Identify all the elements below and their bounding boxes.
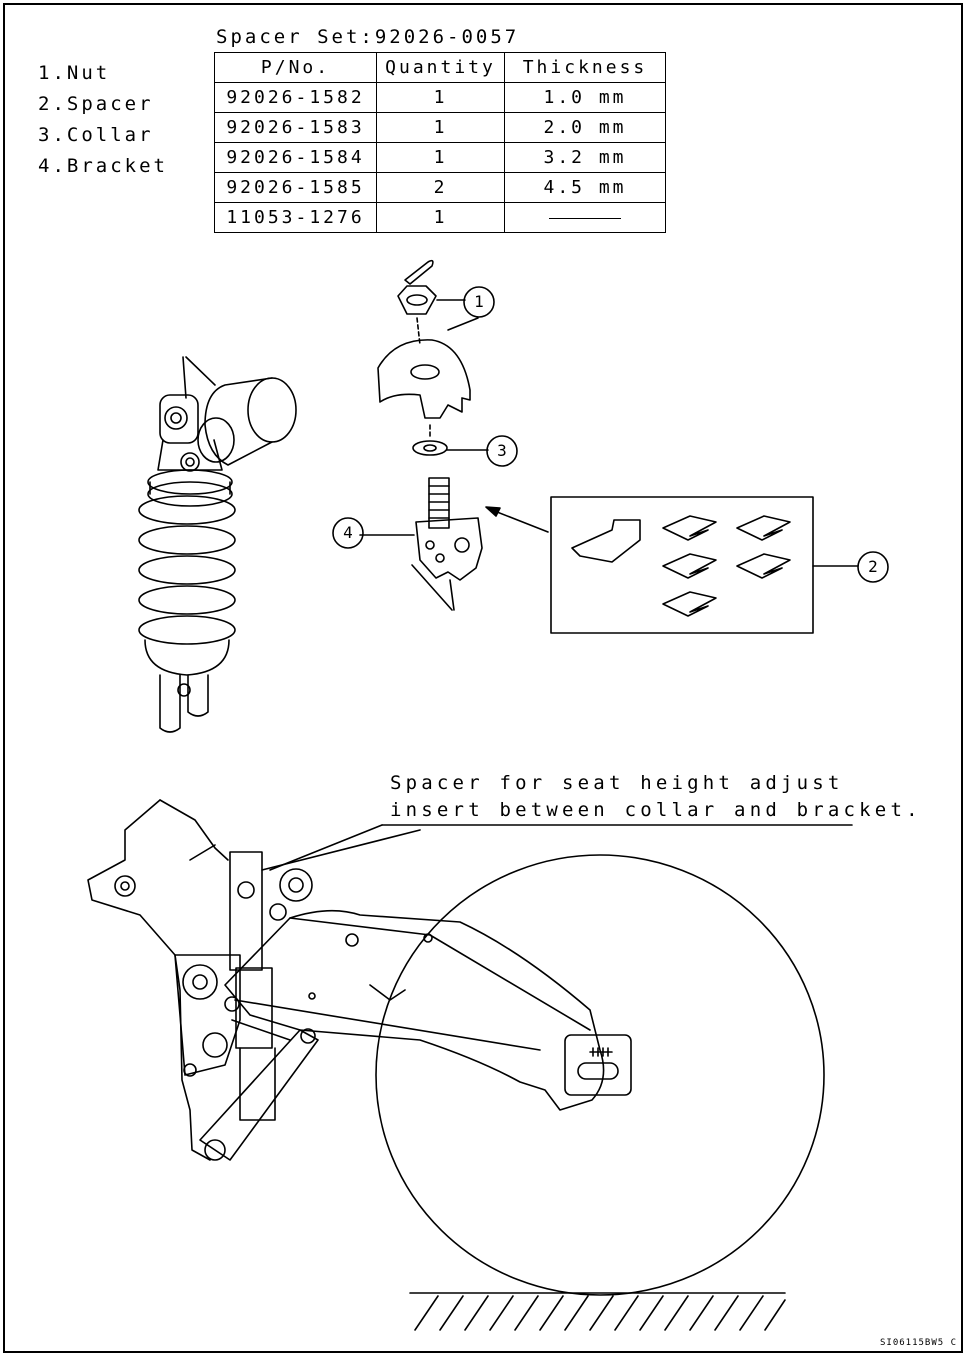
cell-thickness: 2.0 mm — [504, 112, 666, 143]
legend-item-bracket: 4.Bracket — [38, 155, 168, 177]
legend-item-nut: 1.Nut — [38, 62, 111, 84]
exploded-hardware-drawing — [359, 259, 859, 634]
callout-circle-4 — [332, 517, 364, 549]
table-row: 92026-1585 2 4.5 mm — [214, 172, 666, 203]
parts-legend: 1.Nut 2.Spacer 3.Collar 4.Bracket — [38, 58, 168, 182]
table-row: 92026-1583 1 2.0 mm — [214, 112, 666, 143]
spacer-spec-table: P/No. Quantity Thickness 92026-1582 1 1.… — [214, 52, 666, 233]
header-thickness: Thickness — [504, 52, 666, 83]
cell-quantity: 1 — [376, 82, 505, 113]
cell-part-number: 92026-1585 — [214, 172, 377, 203]
cell-part-number: 92026-1582 — [214, 82, 377, 113]
legend-item-spacer: 2.Spacer — [38, 93, 154, 115]
spacer-note: Spacer for seat height adjust insert bet… — [390, 770, 922, 824]
cell-quantity: 1 — [376, 112, 505, 143]
cell-part-number: 92026-1584 — [214, 142, 377, 173]
table-header-row: P/No. Quantity Thickness — [214, 52, 666, 83]
rear-suspension-drawing — [87, 799, 825, 1331]
drawing-code: SI06115BW5 C — [880, 1338, 958, 1348]
table-row: 11053-1276 1 — [214, 202, 666, 233]
dash-line — [549, 217, 621, 219]
header-part-number: P/No. — [214, 52, 377, 83]
callout-circle-2 — [857, 551, 889, 583]
table-row: 92026-1584 1 3.2 mm — [214, 142, 666, 173]
shock-absorber-drawing — [138, 356, 297, 733]
table-row: 92026-1582 1 1.0 mm — [214, 82, 666, 113]
callout-label-3: 3 — [497, 441, 507, 460]
spacer-set-title: Spacer Set:92026-0057 — [216, 26, 520, 48]
callout-label-4: 4 — [343, 523, 353, 542]
callout-circle-1 — [463, 286, 495, 318]
legend-item-collar: 3.Collar — [38, 124, 154, 146]
note-line-1: Spacer for seat height adjust — [390, 772, 844, 794]
cell-thickness: 4.5 mm — [504, 172, 666, 203]
cell-quantity: 1 — [376, 202, 505, 233]
drawing-frame — [3, 3, 963, 1353]
cell-thickness-blank — [504, 202, 666, 233]
callout-label-2: 2 — [868, 557, 878, 576]
note-line-2: insert between collar and bracket. — [390, 799, 922, 821]
cell-quantity: 1 — [376, 142, 505, 173]
callout-label-1: 1 — [474, 292, 484, 311]
callout-circle-3 — [486, 435, 518, 467]
